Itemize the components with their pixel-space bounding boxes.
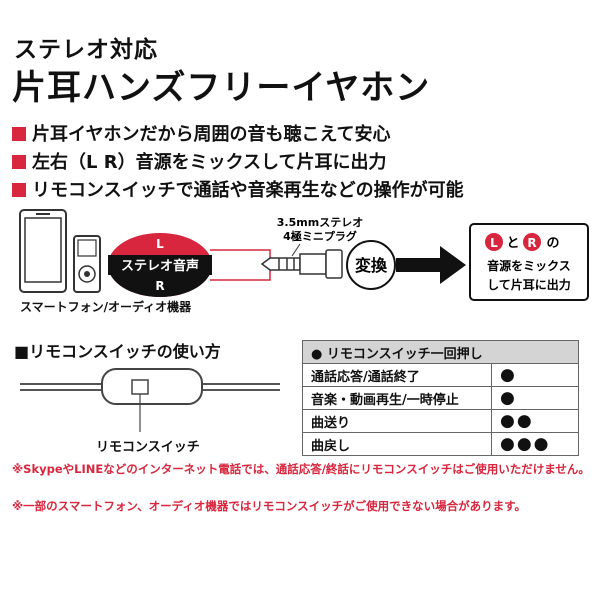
table-row: 曲戻し ●●● — [302, 432, 579, 456]
feature-item: 片耳イヤホンだから周囲の音も聴こえて安心 — [12, 120, 391, 146]
table-row: 通話応答/通話終了 ● — [302, 363, 579, 387]
output-line3: して片耳に出力 — [487, 277, 571, 292]
feature-text: リモコンスイッチで通話や音楽再生などの操作が可能 — [32, 180, 464, 201]
output-and-label: と — [506, 236, 519, 251]
convert-label: 変換 — [355, 256, 388, 275]
plug-label-line2: 4極ミニプラグ — [283, 229, 357, 243]
output-no-label: の — [546, 236, 559, 251]
remote-section-title: ■リモコンスイッチの使い方 — [14, 342, 221, 361]
stereo-audio-bubble: L ステレオ音声 R — [108, 233, 212, 297]
bullet-square-icon — [12, 155, 26, 169]
output-line2: 音源をミックス — [487, 258, 571, 273]
subtitle: ステレオ対応 — [14, 37, 158, 63]
remote-switch-diagram — [20, 368, 280, 432]
mono-output-box: L と R の 音源をミックス して片耳に出力 — [469, 223, 589, 301]
table-dots: ● — [491, 386, 579, 410]
table-row: 音楽・動画再生/一時停止 ● — [302, 386, 579, 410]
remote-operation-table: ● リモコンスイッチ一回押し 通話応答/通話終了 ● 音楽・動画再生/一時停止 … — [302, 340, 579, 456]
left-channel-line — [210, 249, 271, 258]
table-action: 曲戻し — [302, 432, 492, 456]
table-dots: ●● — [491, 409, 579, 433]
table-dots: ●●● — [491, 432, 579, 456]
table-header-row: ● リモコンスイッチ一回押し — [302, 340, 579, 364]
page-title: 片耳ハンズフリーイヤホン — [12, 68, 431, 108]
remote-switch-label: リモコンスイッチ — [96, 440, 200, 455]
remote-switch-icon — [101, 368, 203, 405]
table-action: 曲送り — [302, 409, 492, 433]
table-header: ● リモコンスイッチ一回押し — [302, 340, 579, 364]
stereo-r-label: R — [155, 279, 164, 293]
output-r-label: R — [527, 236, 536, 250]
note-internet-call: ※SkypeやLINEなどのインターネット電話では、通話応答/終話にリモコンスイ… — [12, 462, 590, 476]
bullet-square-icon — [12, 127, 26, 141]
device-caption: スマートフォン/オーディオ機器 — [20, 300, 192, 314]
table-action: 通話応答/通話終了 — [302, 363, 492, 387]
feature-text: 左右（L R）音源をミックスして片耳に出力 — [32, 152, 387, 173]
music-player-icon — [73, 235, 101, 293]
mini-plug-icon — [260, 249, 343, 279]
feature-item: 左右（L R）音源をミックスして片耳に出力 — [12, 148, 387, 174]
connection-diagram: L ステレオ音声 R 3.5mmステレオ 4極ミニプラグ 変換 L と R の … — [19, 209, 589, 301]
smartphone-icon — [19, 209, 67, 293]
stereo-audio-label: ステレオ音声 — [121, 258, 199, 274]
output-l-label: L — [490, 236, 498, 250]
stereo-l-label: L — [156, 237, 164, 251]
plug-label-line1: 3.5mmステレオ — [277, 216, 363, 229]
bullet-square-icon — [12, 183, 26, 197]
note-compatibility: ※一部のスマートフォン、オーディオ機器ではリモコンスイッチがご使用できない場合が… — [12, 499, 526, 513]
table-action: 音楽・動画再生/一時停止 — [302, 386, 492, 410]
feature-item: リモコンスイッチで通話や音楽再生などの操作が可能 — [12, 176, 464, 202]
convert-arrow-icon: 変換 — [346, 240, 466, 290]
table-dots: ● — [491, 363, 579, 387]
right-channel-line — [210, 270, 271, 281]
table-row: 曲送り ●● — [302, 409, 579, 433]
feature-text: 片耳イヤホンだから周囲の音も聴こえて安心 — [32, 124, 391, 145]
